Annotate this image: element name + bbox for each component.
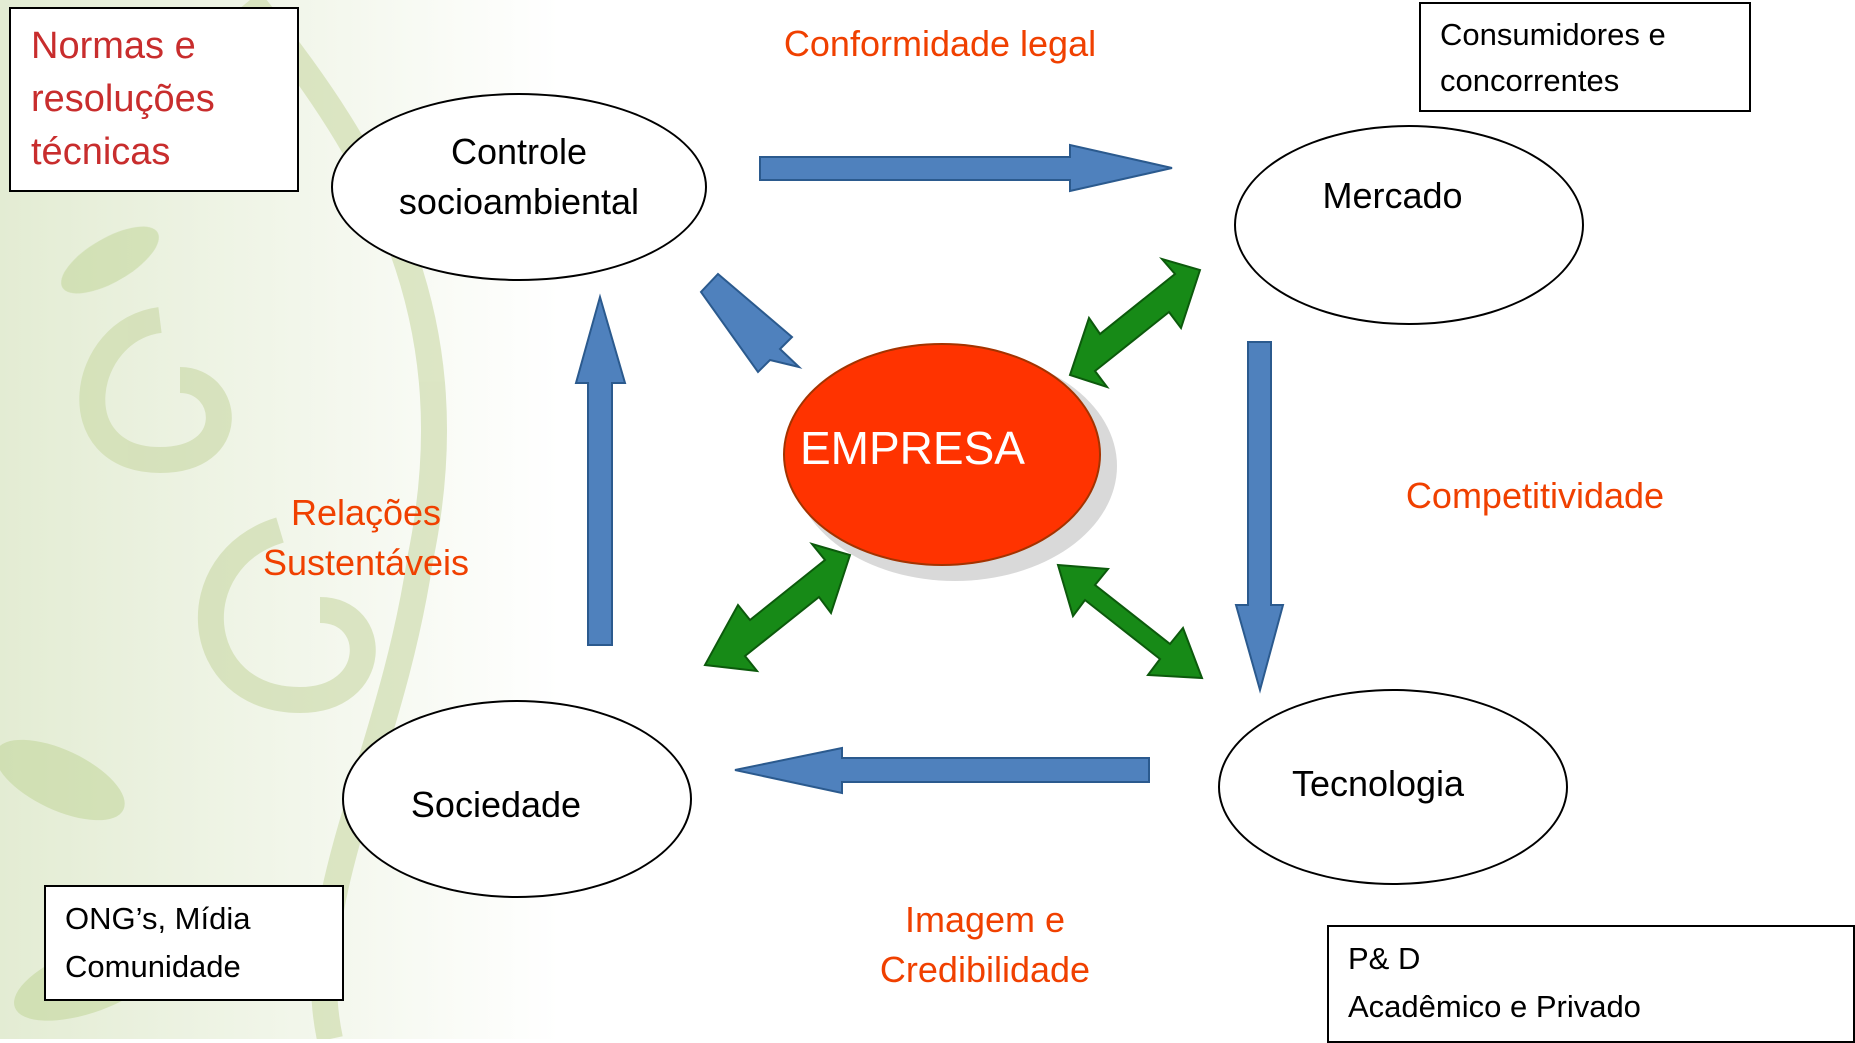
consumidores-label: Consumidores e concorrentes xyxy=(1440,17,1666,98)
sociedade-label: Sociedade xyxy=(410,784,582,825)
normas-box xyxy=(9,7,299,192)
controle-node xyxy=(331,93,707,281)
arrow-controle-to-empresa xyxy=(699,272,803,374)
conformidade-label: Conformidade legal xyxy=(783,23,1097,64)
mercado-label: Mercado xyxy=(1322,175,1463,216)
relacoes-label: Relações Sustentáveis xyxy=(262,492,470,583)
arrow-tecnologia-to-sociedade xyxy=(734,746,1150,795)
controle-label: Controle socioambiental xyxy=(398,131,640,222)
tecnologia-node xyxy=(1218,689,1568,885)
arrow-controle-to-mercado xyxy=(759,143,1173,193)
interaction-arrows xyxy=(703,257,1204,680)
mercado-node xyxy=(1234,125,1584,325)
competitividade-label: Competitividade xyxy=(1405,475,1665,516)
arrow-mercado-to-tecnologia xyxy=(1234,341,1285,694)
arrow-mercado-empresa xyxy=(1068,257,1202,389)
consumidores-box xyxy=(1419,2,1751,112)
ongs-box xyxy=(44,885,344,1001)
pd-box xyxy=(1327,925,1855,1043)
normas-label: Normas e resoluções técnicas xyxy=(31,25,215,173)
arrow-empresa-tecnologia xyxy=(1056,563,1204,680)
arrow-sociedade-empresa xyxy=(703,542,852,673)
tecnologia-label: Tecnologia xyxy=(1291,763,1465,804)
arrow-sociedade-to-controle xyxy=(574,293,627,646)
company-label: EMPRESA xyxy=(800,422,1025,474)
company-node xyxy=(783,343,1101,566)
ongs-label: ONG’s, Mídia Comunidade xyxy=(65,901,251,984)
imagem-label: Imagem e Credibilidade xyxy=(879,899,1091,990)
sociedade-node xyxy=(342,700,692,898)
flow-arrows xyxy=(574,143,1285,795)
pd-label: P& D Acadêmico e Privado xyxy=(1348,941,1641,1024)
